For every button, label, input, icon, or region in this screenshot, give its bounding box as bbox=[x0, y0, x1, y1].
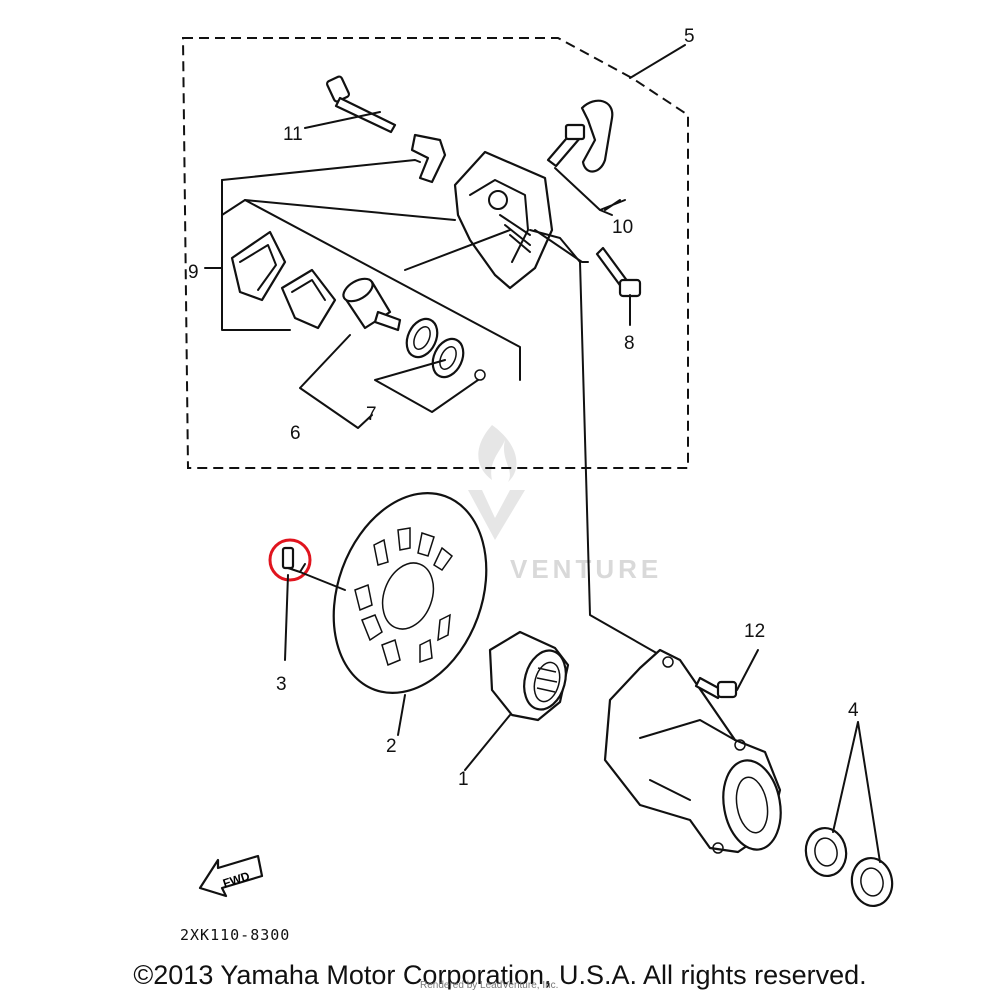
callout-12: 12 bbox=[744, 621, 765, 642]
rear-hub bbox=[603, 648, 782, 854]
disc-screw bbox=[281, 546, 306, 573]
callout-7: 7 bbox=[366, 404, 377, 425]
callout-9: 9 bbox=[188, 262, 199, 283]
callout-1: 1 bbox=[458, 769, 469, 790]
piston bbox=[342, 277, 402, 332]
watermark: VENTURE bbox=[468, 425, 662, 584]
lock-nuts bbox=[804, 827, 894, 907]
copyright-notice: ©2013 Yamaha Motor Corporation, U.S.A. A… bbox=[133, 960, 867, 990]
lower-leader-lines bbox=[284, 571, 881, 863]
brake-disc bbox=[332, 492, 488, 694]
callout-4: 4 bbox=[848, 700, 859, 721]
caliper-assembly-box bbox=[181, 37, 689, 469]
piston-seals bbox=[405, 317, 486, 381]
pin-plate bbox=[410, 133, 447, 184]
bleeder-screw bbox=[546, 123, 586, 168]
callout-2: 2 bbox=[386, 736, 397, 757]
brake-pads bbox=[230, 230, 337, 330]
caliper-bolt bbox=[325, 75, 397, 134]
leader-lines bbox=[204, 44, 686, 429]
caliper-body bbox=[453, 150, 581, 290]
pad-support bbox=[580, 99, 614, 173]
callout-10: 10 bbox=[612, 217, 633, 238]
callout-6: 6 bbox=[290, 423, 301, 444]
caliper-to-hub-line bbox=[579, 261, 661, 656]
diagram-code: 2XK110-8300 bbox=[180, 926, 290, 944]
callout-8: 8 bbox=[624, 333, 635, 354]
highlight-circle bbox=[268, 538, 312, 582]
fwd-arrow-icon: FWD bbox=[198, 854, 264, 898]
mounting-bolt bbox=[595, 246, 642, 298]
callout-3: 3 bbox=[276, 674, 287, 695]
watermark-text: VENTURE bbox=[510, 554, 662, 584]
rendered-by-note: Rendered by LeadVenture, Inc. bbox=[420, 980, 559, 991]
callout-5: 5 bbox=[684, 26, 695, 47]
callout-11: 11 bbox=[283, 124, 303, 145]
hub-flange bbox=[488, 630, 570, 722]
hub-bolt bbox=[694, 676, 738, 700]
